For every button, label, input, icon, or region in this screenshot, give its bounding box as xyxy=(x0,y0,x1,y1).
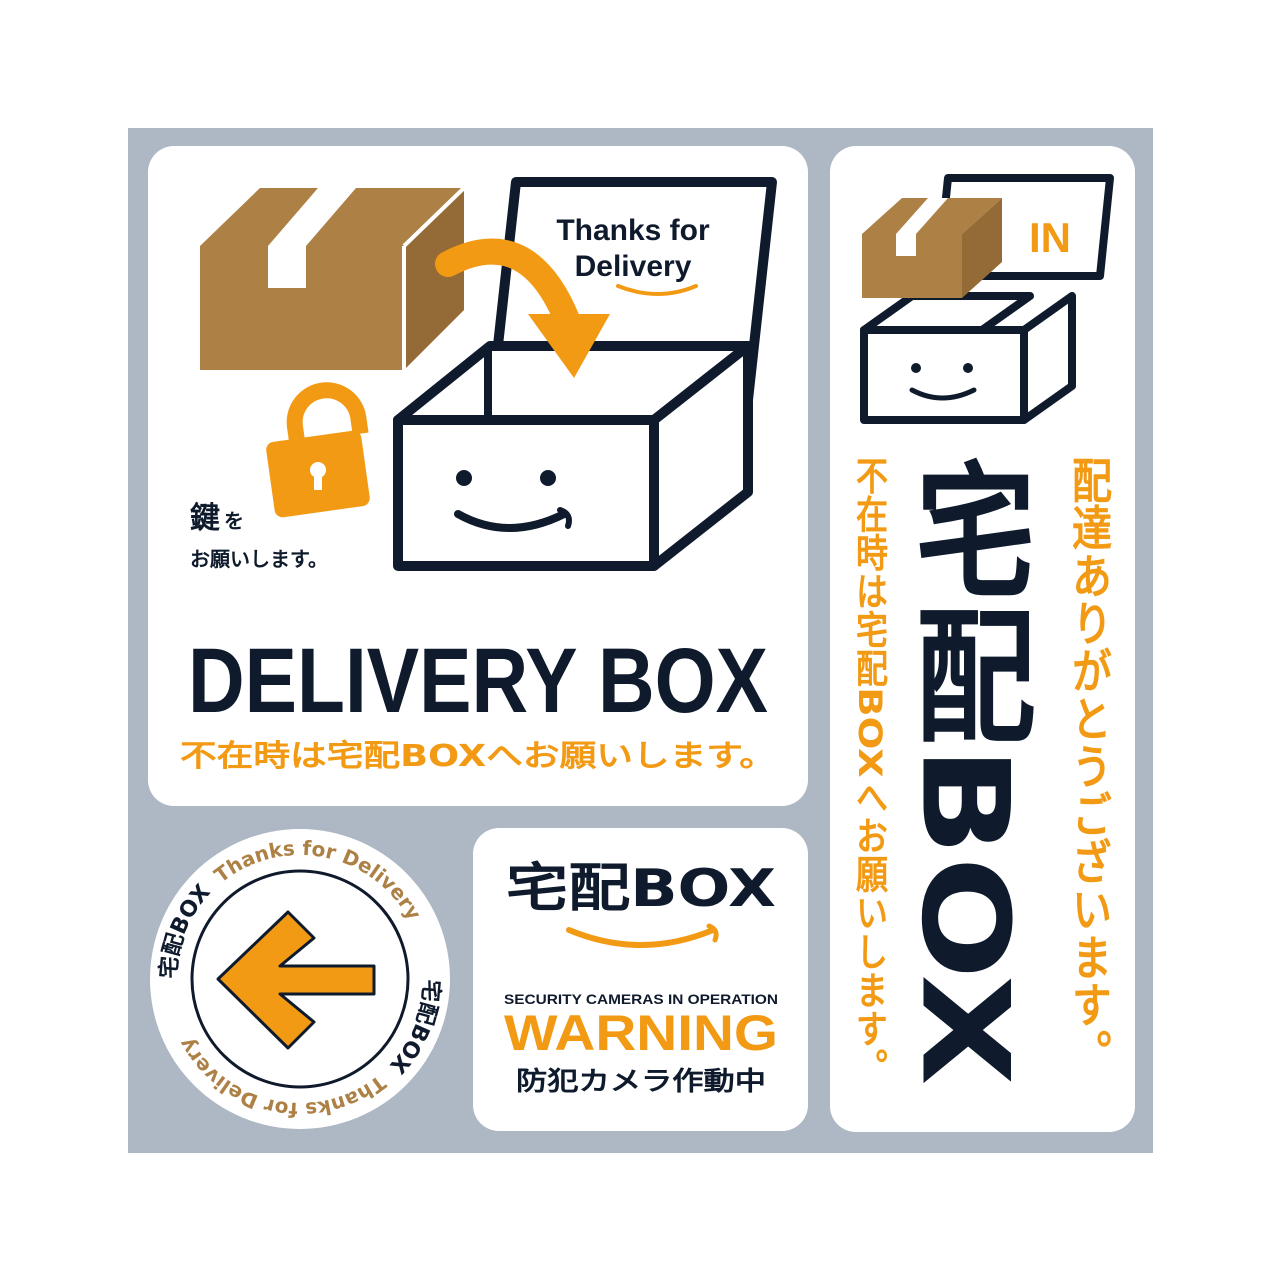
camera-japanese-text: 防犯カメラ作動中 xyxy=(516,1067,766,1097)
lid-text-line2: Delivery xyxy=(575,250,692,283)
padlock-icon xyxy=(266,382,370,518)
subtitle: 不在時は宅配BOXへお願いします。 xyxy=(180,739,776,774)
vertical-title: 宅配BOX xyxy=(895,456,1034,1086)
delivery-box-illustration: Thanks for Delivery 鍵 を お願いします。 DELIVERY… xyxy=(180,177,777,774)
right-eye xyxy=(540,470,556,486)
lid-swoosh-icon xyxy=(616,284,698,296)
round-arrow-sticker: 宅配BOX Thanks for Delivery 宅配BOX Thanks f… xyxy=(148,828,453,1131)
vertical-thanks-text: 配達ありがとうございます。 xyxy=(1065,456,1112,1076)
vertical-box-illustration: IN 不在時は宅配BOXへお願いします。 宅配BOX 配達ありがとうございます。 xyxy=(851,174,1114,1086)
warning-layout: 宅配BOX SECURITY CAMERAS IN OPERATION WARN… xyxy=(504,859,778,1097)
cardboard-box-icon xyxy=(200,186,466,370)
security-caption: SECURITY CAMERAS IN OPERATION xyxy=(504,991,778,1007)
left-eye xyxy=(456,470,472,486)
small-title: 宅配BOX xyxy=(506,859,776,919)
lid-text-line1: Thanks for xyxy=(556,214,710,247)
vertical-delivery-box-sticker: IN 不在時は宅配BOXへお願いします。 宅配BOX 配達ありがとうございます。 xyxy=(830,146,1135,1132)
sticker-sheet: Thanks for Delivery 鍵 を お願いします。 DELIVERY… xyxy=(128,128,1153,1153)
key-char: 鍵 xyxy=(190,501,220,536)
vertical-request-text: 不在時は宅配BOXへお願いします。 xyxy=(851,456,889,1086)
delivery-box-sticker: Thanks for Delivery 鍵 を お願いします。 DELIVERY… xyxy=(148,146,808,806)
smile-swoosh-icon xyxy=(566,927,716,948)
security-warning-sticker: 宅配BOX SECURITY CAMERAS IN OPERATION WARN… xyxy=(473,828,808,1131)
warning-text: WARNING xyxy=(504,1005,778,1061)
in-label: IN xyxy=(1029,214,1071,261)
left-arrow-icon xyxy=(216,910,376,1050)
key-request-line2: お願いします。 xyxy=(190,547,328,571)
curved-arrow-icon xyxy=(435,238,610,378)
cardboard-box-icon xyxy=(862,198,1002,298)
key-suffix: を xyxy=(224,509,244,533)
round-arrow-layout: 宅配BOX Thanks for Delivery 宅配BOX Thanks f… xyxy=(150,829,450,1129)
open-box-smiley-icon xyxy=(393,177,777,571)
title: DELIVERY BOX xyxy=(188,630,768,732)
